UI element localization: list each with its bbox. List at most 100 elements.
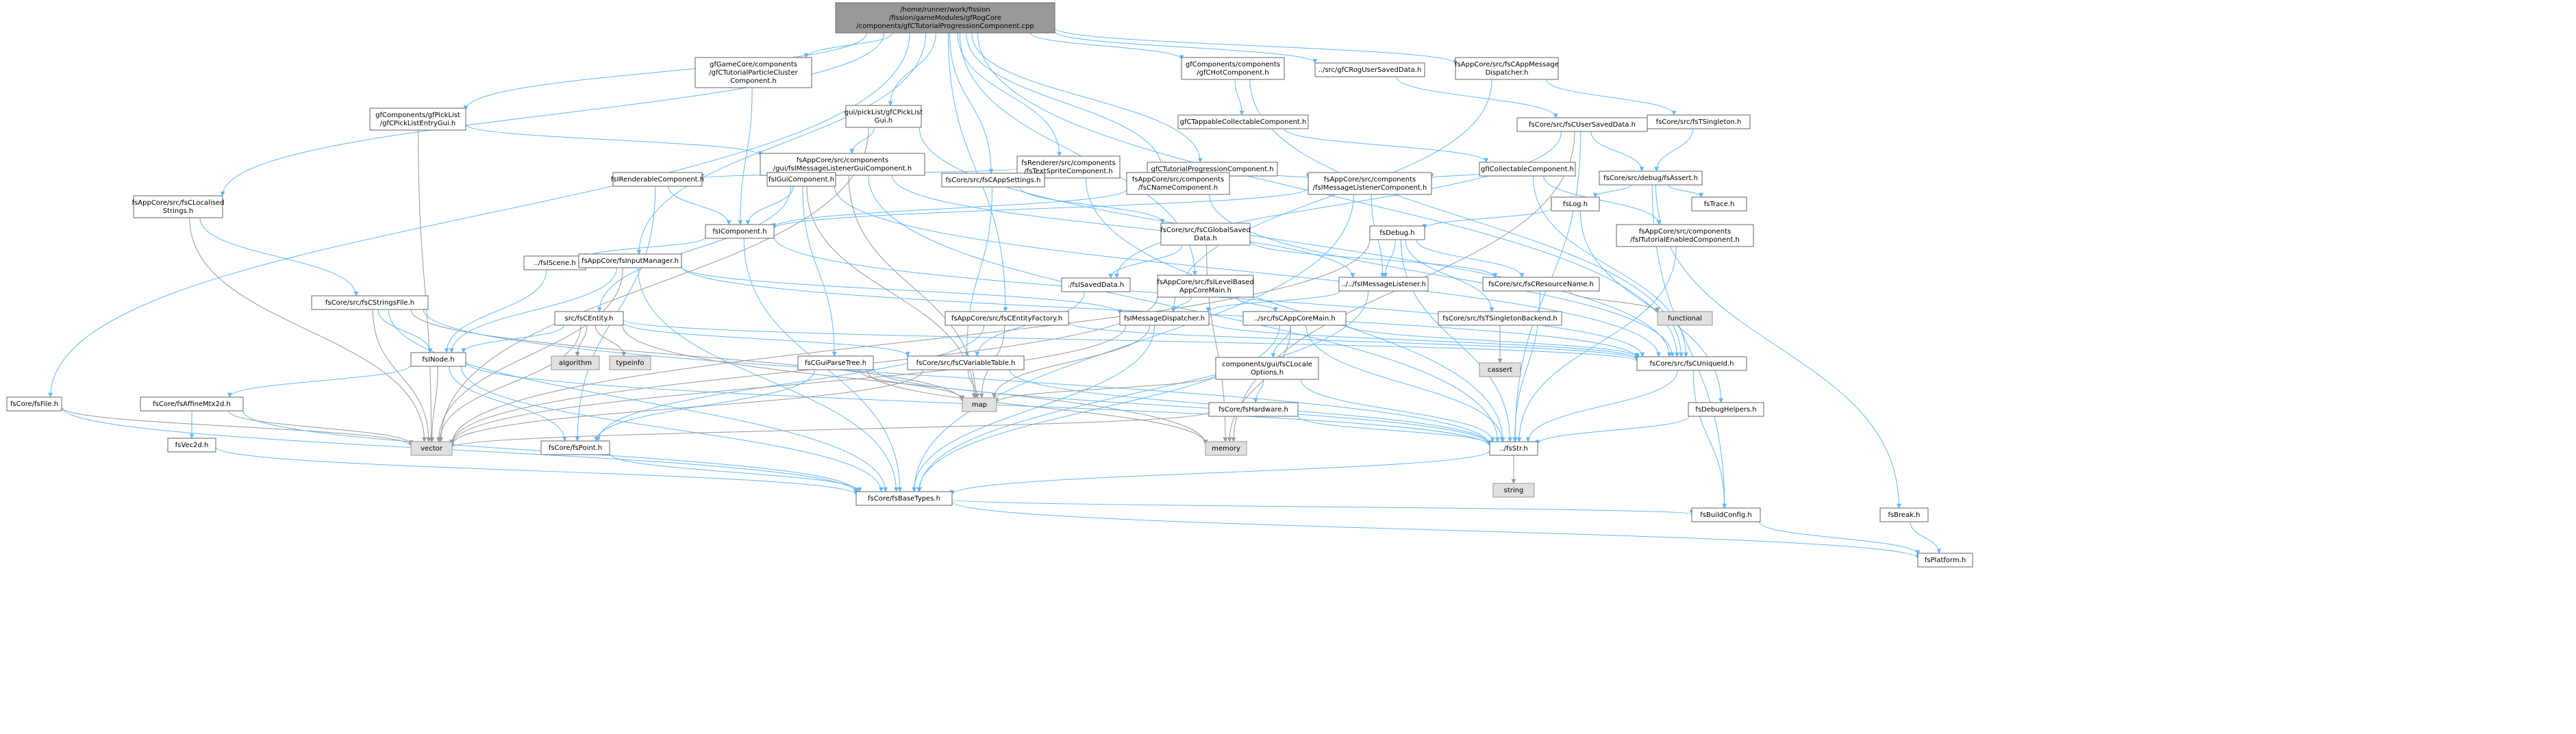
node-label: vector <box>421 445 443 453</box>
node-appCoreMain[interactable]: ../src/fsCAppCoreMain.h <box>1242 311 1347 326</box>
node-renderableComp[interactable]: fsIRenderableComponent.h <box>611 172 704 187</box>
node-label: fsAppCore/src/components <box>1324 176 1416 184</box>
node-label: Options.h <box>1251 369 1284 377</box>
node-box <box>845 105 922 128</box>
node-label: fsIComponent.h <box>712 228 766 236</box>
node-root[interactable]: /home/runner/work/fission/fission/gameMo… <box>835 2 1055 34</box>
edge-guiComp-to-guiParseTree <box>802 186 837 357</box>
node-userSaved[interactable]: fsCore/src/fsCUserSavedData.h <box>1516 117 1648 132</box>
node-inputMgr[interactable]: fsAppCore/fsInputManager.h <box>578 253 682 268</box>
node-fsAssert[interactable]: fsCore/src/debug/fsAssert.h <box>1599 170 1703 186</box>
edge-appCoreMain-to-uniqueId <box>1345 324 1640 358</box>
edge-root-to-appSettings <box>949 32 994 174</box>
node-gameCorePCC[interactable]: gfGameCore/components/gfCTutorialParticl… <box>695 57 812 88</box>
node-label: algorithm <box>559 359 592 367</box>
node-tappable[interactable]: gfCTappableCollectableComponent.h <box>1177 114 1309 129</box>
node-fsIScene[interactable]: ../fsIScene.h <box>523 255 586 270</box>
node-guiComp[interactable]: fsIGuiComponent.h <box>766 172 836 187</box>
node-hotComp[interactable]: gfComponents/components/gfCHotComponent.… <box>1181 57 1285 80</box>
node-fsHardware[interactable]: fsCore/fsHardware.h <box>1208 402 1299 417</box>
node-label: fsCore/fsBaseTypes.h <box>868 495 940 503</box>
node-baseTypes[interactable]: fsCore/fsBaseTypes.h <box>855 491 953 506</box>
edge-root-to-appMsgDisp <box>1054 27 1458 64</box>
node-appSettings[interactable]: fsCore/src/fsCAppSettings.h <box>941 173 1045 188</box>
node-fsDebug[interactable]: fsDebug.h <box>1369 225 1425 240</box>
node-gfCPickListEntry[interactable]: gfComponents/gfPickList/gfCPickListEntry… <box>369 107 466 131</box>
node-tutEnabled[interactable]: fsAppCore/src/components/fsITutorialEnab… <box>1616 224 1754 247</box>
node-fsTrace[interactable]: fsTrace.h <box>1691 197 1747 212</box>
node-label: fsCGuiParseTree.h <box>805 359 866 367</box>
edge-userSaved-to-savedData <box>1114 131 1562 279</box>
node-rogUserSaved[interactable]: ../src/gfCRogUserSavedData.h <box>1314 62 1425 77</box>
node-msgDispatcher[interactable]: fsIMessageDispatcher.h <box>1119 311 1210 326</box>
edge-tappable-to-collectable <box>1284 128 1489 163</box>
edge-fsCEntity-to-algorithm <box>575 325 588 357</box>
node-map: map <box>962 397 997 412</box>
edge-inputMgr-to-msgDispatcher <box>681 266 1123 314</box>
node-vector: vector <box>410 441 453 456</box>
node-nameComp[interactable]: fsAppCore/src/components/fsCNameComponen… <box>1126 172 1230 195</box>
edge-fsFile-to-vector <box>61 407 414 447</box>
node-singletonBackend[interactable]: fsCore/src/fsTSingletonBackend.h <box>1438 311 1562 326</box>
node-entityFactory[interactable]: fsAppCore/src/fsCEntityFactory.h <box>945 311 1069 326</box>
node-tSingleton[interactable]: fsCore/src/fsTSingleton.h <box>1647 114 1751 129</box>
node-fsLog[interactable]: fsLog.h <box>1551 197 1600 212</box>
node-stringsFile[interactable]: fsCore/src/fsCStringsFile.h <box>311 295 429 310</box>
edge-msgDispatcher-to-baseTypes <box>911 325 1155 492</box>
node-box <box>760 153 925 176</box>
node-resourceName[interactable]: fsCore/src/fsCResourceName.h <box>1482 277 1600 292</box>
node-box <box>410 352 466 367</box>
node-fsFile[interactable]: fsCore/fsFile.h <box>6 396 62 412</box>
node-fsStr[interactable]: ../fsStr.h <box>1489 441 1538 456</box>
node-buildConfig[interactable]: fsBuildConfig.h <box>1691 507 1761 522</box>
node-fsCEntity[interactable]: src/fsCEntity.h <box>554 311 624 326</box>
node-fsIComponent[interactable]: fsIComponent.h <box>705 224 775 239</box>
node-box <box>1599 170 1703 186</box>
node-label: fsCore/src/fsTSingletonBackend.h <box>1442 315 1557 322</box>
node-box <box>945 311 1069 326</box>
node-collectable[interactable]: gfICollectableComponent.h <box>1479 162 1576 177</box>
node-savedData[interactable]: ./fsISavedData.h <box>1061 277 1131 292</box>
node-msgListenerComp[interactable]: fsAppCore/src/components/fsIMessageListe… <box>1308 172 1432 195</box>
node-fsINode[interactable]: fsINode.h <box>410 352 466 367</box>
node-guiParseTree[interactable]: fsCGuiParseTree.h <box>797 355 874 370</box>
node-debugHelpers[interactable]: fsDebugHelpers.h <box>1688 402 1764 417</box>
edge-fsAssert-to-fsTrace <box>1668 184 1704 198</box>
node-uniqueId[interactable]: fsCore/src/fsCUniqueId.h <box>1636 356 1747 371</box>
edge-tSingleton-to-fsAssert <box>1654 128 1693 172</box>
edge-msgListenerGui-to-msgListener <box>891 175 1355 278</box>
edge-gfCPickListEntry-to-vector <box>418 129 434 442</box>
edge-hotComp-to-uniqueId <box>1249 79 1684 357</box>
node-box <box>1482 277 1600 292</box>
node-msgListenerGui[interactable]: fsAppCore/src/components/gui/fsIMessageL… <box>760 153 925 176</box>
edge-debugHelpers-to-fsStr <box>1535 416 1690 445</box>
node-fsBreak[interactable]: fsBreak.h <box>1879 507 1929 522</box>
edge-pickListGui-to-vector <box>438 127 869 442</box>
node-affineMtx[interactable]: fsCore/fsAffineMtx2d.h <box>140 396 244 412</box>
node-label: ./fsISavedData.h <box>1068 281 1125 289</box>
node-fsVec2d[interactable]: fsVec2d.h <box>167 438 216 453</box>
node-label: /fsCNameComponent.h <box>1138 184 1218 192</box>
node-fsPoint[interactable]: fsCore/fsPoint.h <box>540 440 610 455</box>
edge-renderableComp-to-fsIComponent <box>668 186 731 225</box>
edge-userSaved-to-fsAssert <box>1590 131 1645 172</box>
node-algorithm: algorithm <box>551 355 600 370</box>
node-label: fsAppCore/src/fsILevelBased <box>1157 279 1254 286</box>
node-box <box>695 57 812 88</box>
edge-msgListener-to-baseTypes <box>916 290 1369 492</box>
edge-root-to-gameCorePCC <box>803 32 893 58</box>
node-label: /gfCPickListEntryGui.h <box>380 120 456 127</box>
edge-guiParseTree-to-fsPoint <box>594 369 815 442</box>
node-label: functional <box>1668 315 1702 322</box>
node-variableTable[interactable]: fsCore/src/fsCVariableTable.h <box>907 355 1025 370</box>
node-msgListener[interactable]: ../../fsIMessageListener.h <box>1338 277 1429 292</box>
node-fsPlatform[interactable]: fsPlatform.h <box>1917 553 1973 568</box>
edge-uniqueId-to-fsStr <box>1525 370 1678 442</box>
node-box <box>1691 197 1747 212</box>
